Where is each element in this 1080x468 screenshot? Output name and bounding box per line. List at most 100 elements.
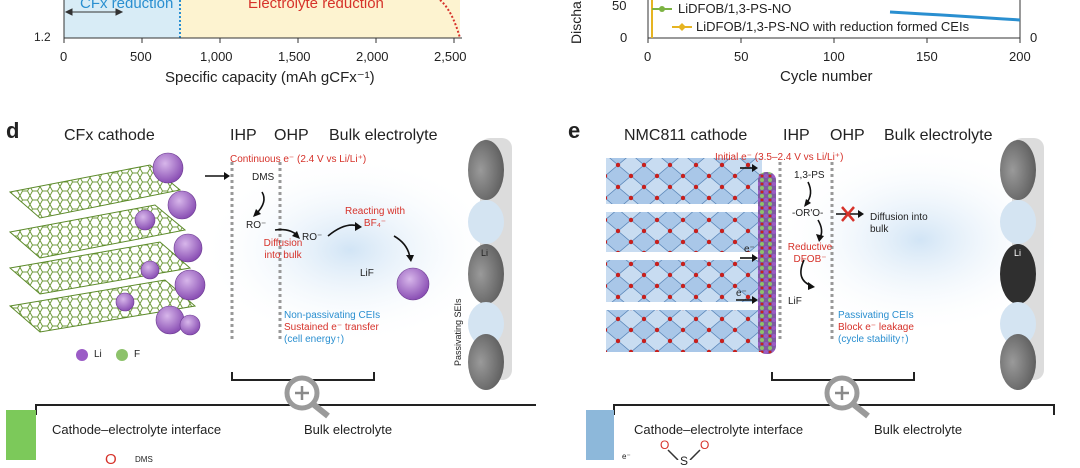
- x-tick-100: 100: [823, 49, 845, 64]
- top-right-chart: Discha 50 0 0 LiDFOB/1,3-PS-NO LiDFOB/1,…: [560, 0, 1080, 95]
- electron-label-1: e⁻: [744, 244, 755, 255]
- zoom-title-right: Bulk electrolyte: [304, 422, 393, 437]
- x-axis-label: Cycle number: [780, 68, 873, 85]
- bulk-label: Bulk electrolyte: [329, 127, 438, 144]
- panel-e: e NMC811 cathode IHP OHP Bulk electrolyt…: [540, 110, 1080, 468]
- continuous-electron-label: Continuous e⁻ (2.4 V vs Li/Li⁺): [230, 154, 367, 165]
- cfx-reduction-label: CFx reduction: [80, 0, 174, 12]
- cei-layer: [758, 172, 776, 354]
- anode-li-label: Li: [1014, 248, 1022, 258]
- magnifier-plus: [295, 386, 309, 400]
- top-left-chart: 1.2 CFx reduction Electrolyte reduction …: [0, 0, 480, 95]
- x-axis-label: Specific capacity (mAh gCFx⁻¹): [165, 69, 375, 86]
- x-ticks: [63, 38, 455, 43]
- legend-li-dot: [76, 349, 88, 361]
- legend-green-label: LiDFOB/1,3-PS-NO: [678, 1, 792, 16]
- legend-yellow-marker: [678, 23, 686, 31]
- top-left-chart-graphics: [63, 0, 462, 43]
- x-ticks: [647, 38, 1021, 43]
- cfx-reduction-region: [64, 0, 180, 38]
- magnifier-plus: [835, 386, 849, 400]
- bulk-glow: [200, 155, 500, 345]
- bulk-label: Bulk electrolyte: [884, 127, 993, 144]
- x-tick-1000: 1,000: [200, 49, 233, 64]
- zoom-electron-label: e⁻: [622, 452, 631, 461]
- zoom-title-left: Cathode–electrolyte interface: [52, 422, 222, 437]
- zoom-title-right: Bulk electrolyte: [874, 422, 963, 437]
- zoom-s-atom: S: [680, 454, 689, 468]
- reacting-label: Reacting with BF₄⁻: [344, 206, 406, 229]
- initial-electron-label: Initial e⁻ (3.5–2.4 V vs Li/Li⁺): [715, 152, 844, 163]
- electrolyte-reduction-region: [180, 0, 460, 38]
- x-tick-1500: 1,500: [278, 49, 311, 64]
- zoom-side-bar: [586, 410, 614, 460]
- diffusion-label: Diffusion into bulk: [263, 238, 303, 261]
- legend-f-dot: [116, 349, 128, 361]
- ro-label-2: RO⁻: [302, 232, 323, 243]
- dms-label: DMS: [252, 172, 275, 183]
- ihp-label: IHP: [230, 127, 257, 144]
- lif-clusters: [115, 152, 206, 336]
- cell-energy-label: (cell energy↑): [284, 334, 345, 345]
- legend-yellow-label: LiDFOB/1,3-PS-NO with reduction formed C…: [696, 19, 970, 34]
- ihp-label: IHP: [783, 127, 810, 144]
- x-tick-2000: 2,000: [356, 49, 389, 64]
- nmc811-layers: [606, 158, 762, 352]
- y-tick-50: 50: [612, 0, 627, 13]
- cathode-title: CFx cathode: [64, 127, 155, 144]
- x-tick-50: 50: [734, 49, 749, 64]
- anode-segments: [1000, 140, 1036, 390]
- cathode-title: NMC811 cathode: [624, 127, 748, 144]
- x-tick-0: 0: [644, 49, 652, 64]
- zoom-side-bar: [6, 410, 36, 460]
- zoom-o-atom-2: O: [700, 438, 710, 452]
- reaction-arrows: [205, 172, 414, 262]
- ro-label-1: RO⁻: [246, 220, 267, 231]
- bulk-glow: [775, 145, 1065, 335]
- non-passivating-label: Non-passivating CEIs: [284, 310, 381, 321]
- x-tick-150: 150: [916, 49, 938, 64]
- panel-d-graphics: [6, 138, 536, 460]
- lif-particle: [396, 267, 430, 301]
- panel-e-graphics: [586, 138, 1065, 460]
- zoom-title-left: Cathode–electrolyte interface: [634, 422, 804, 437]
- ohp-label: OHP: [274, 127, 309, 144]
- zoom-o-atom-1: O: [660, 438, 670, 452]
- electrolyte-reduction-label: Electrolyte reduction: [248, 0, 384, 12]
- lif-label: LiF: [360, 268, 374, 279]
- ps-label: 1,3-PS: [794, 170, 825, 181]
- electron-label-2: e⁻: [736, 288, 747, 299]
- top-right-chart-graphics: [647, 0, 1021, 43]
- cfx-double-arrow: [64, 8, 124, 16]
- panel-letter: e: [568, 118, 581, 143]
- x-tick-2500: 2,500: [434, 49, 467, 64]
- magnifier-handle: [311, 401, 330, 419]
- panel-letter: d: [6, 118, 20, 143]
- legend-li-label: Li: [94, 349, 102, 360]
- or-label: -OR'O-: [792, 208, 824, 219]
- y-tick-0: 0: [620, 30, 628, 45]
- y-axis-label-fragment: Discha: [568, 1, 584, 44]
- blue-series-line: [889, 10, 1021, 22]
- stability-label: (cycle stability↑): [838, 334, 909, 345]
- block-label: Block e⁻ leakage: [838, 322, 914, 333]
- magnifier-handle: [851, 401, 870, 419]
- passivating-sei-segments: [468, 140, 504, 390]
- passivating-label: Passivating CEIs: [838, 310, 914, 321]
- y-tick-1-2: 1.2: [34, 30, 51, 44]
- lif-label: LiF: [788, 296, 802, 307]
- right-y-tick-0: 0: [1030, 30, 1038, 45]
- panel-d: d CFx cathode IHP OHP Bulk electrolyte C…: [0, 110, 540, 468]
- x-tick-500: 500: [130, 49, 152, 64]
- zoom-molecule: [667, 449, 701, 460]
- anode-li-label: Li: [481, 248, 489, 258]
- diffusion-label: Diffusion into bulk: [870, 212, 928, 235]
- block-cross-icon: [841, 206, 855, 222]
- cfx-graphene-layers: [8, 164, 197, 333]
- x-tick-0: 0: [60, 49, 68, 64]
- x-tick-200: 200: [1009, 49, 1031, 64]
- reductive-label: Reductive DFOB⁻: [787, 242, 833, 265]
- passivating-seis-label: Passivating SEIs: [453, 298, 463, 366]
- legend-green-marker: [659, 6, 665, 12]
- ohp-label: OHP: [830, 127, 865, 144]
